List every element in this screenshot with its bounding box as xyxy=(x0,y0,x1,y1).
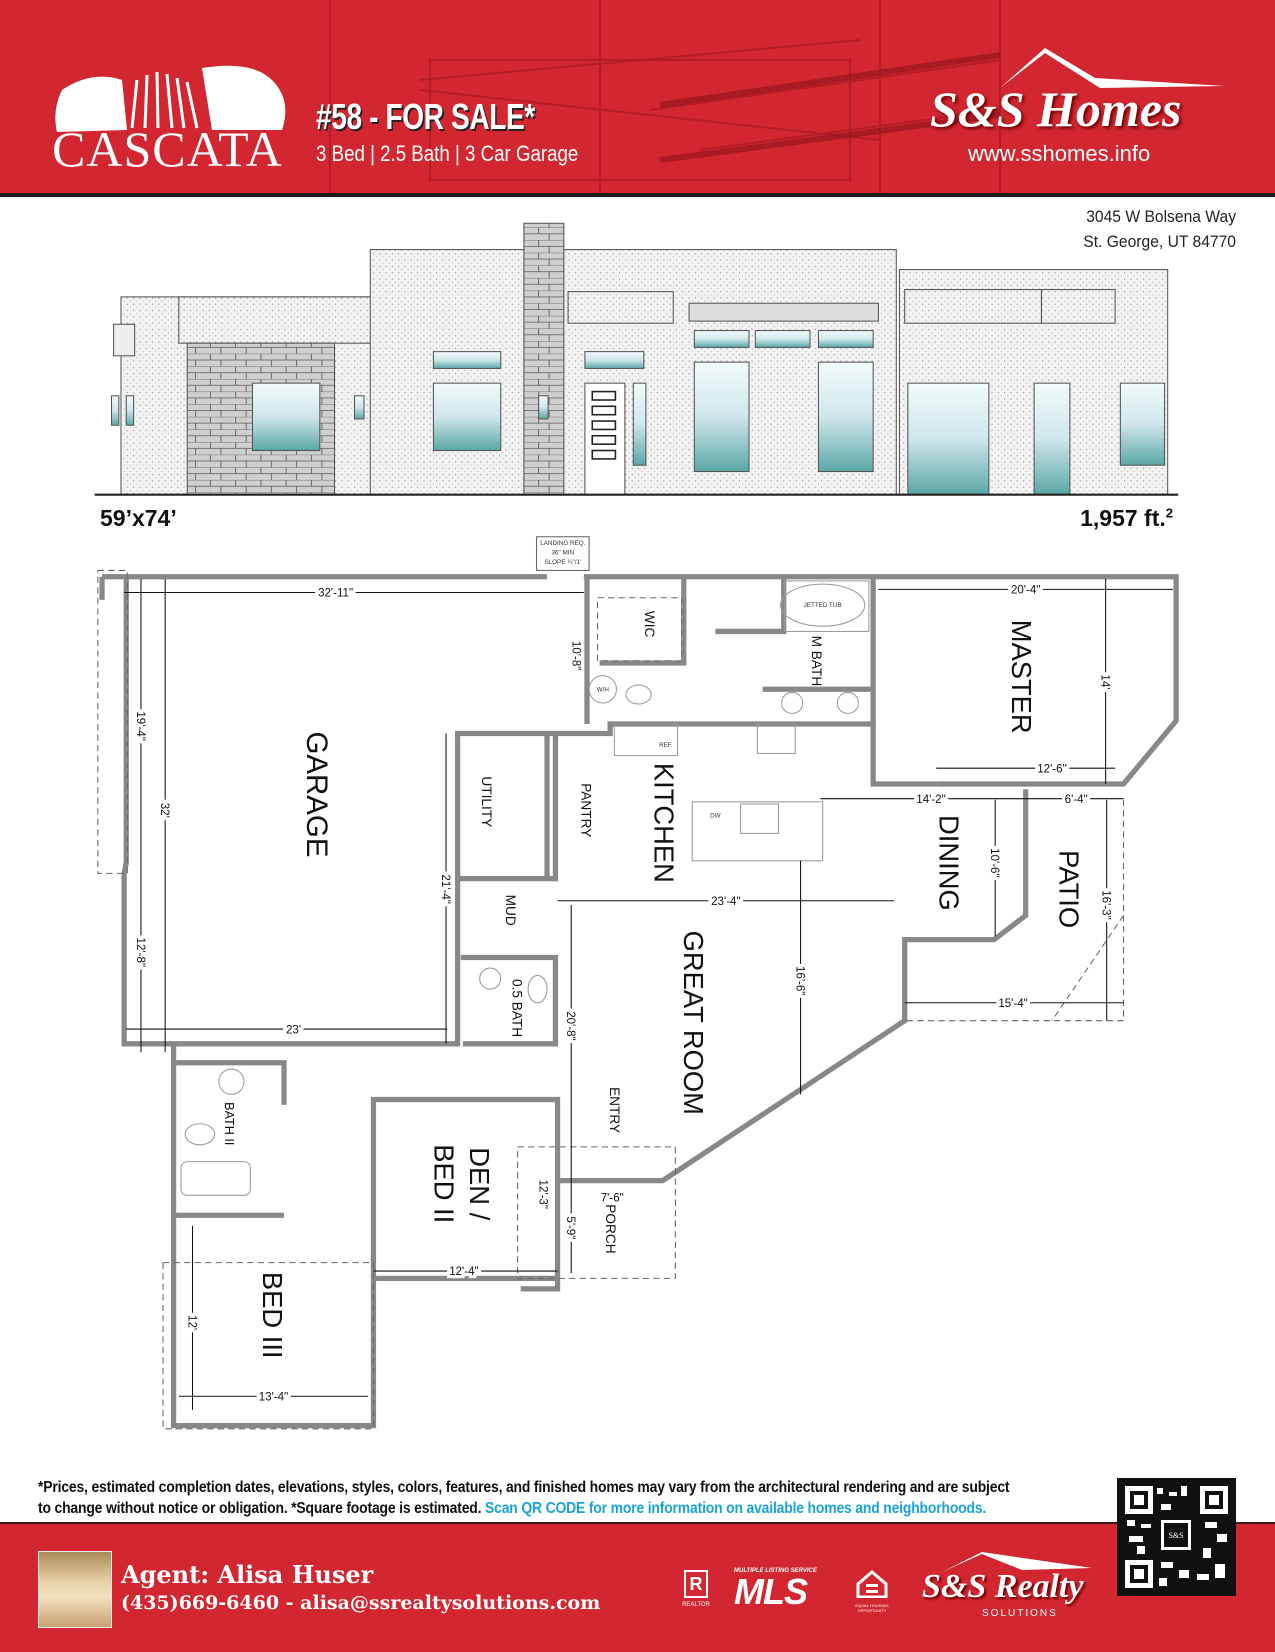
dim-garage-depth-total: 32' xyxy=(158,803,170,818)
fixture-jetted-tub: JETTED TUB xyxy=(804,602,842,609)
qr-code[interactable]: S&S xyxy=(1117,1478,1236,1596)
room-pantry: PANTRY xyxy=(579,783,594,837)
landing-note-1: LANDING REQ. xyxy=(540,540,585,547)
qr-cta: Scan QR CODE for more information on ava… xyxy=(485,1500,987,1517)
dim-great-room-width: 23'-4" xyxy=(711,896,740,908)
square-footage-value: 1,957 ft. xyxy=(1080,505,1166,531)
disclaimer-text: *Prices, estimated completion dates, ele… xyxy=(38,1479,1010,1517)
dim-bed-iii-width: 13'-4" xyxy=(259,1391,288,1403)
dim-hall: 20'-8" xyxy=(564,1011,576,1040)
agent-contact[interactable]: (435)669-6460 - alisa@ssrealtysolutions.… xyxy=(121,1592,601,1614)
plan-fixtures xyxy=(180,580,870,1196)
fixture-wh: W/H xyxy=(597,686,610,693)
landing-note-2: 36" MIN xyxy=(552,550,575,557)
dim-garage-depth-2: 12'-8" xyxy=(134,938,146,967)
dim-dining-depth: 10'-6" xyxy=(988,848,1000,877)
roof-icon xyxy=(1000,48,1225,88)
room-master: MASTER xyxy=(1006,620,1037,734)
dim-great-room-depth: 16'-6" xyxy=(793,966,805,995)
room-den-line-2: BED II xyxy=(428,1144,459,1223)
address-line-1: 3045 W Bolsena Way xyxy=(1086,207,1236,226)
dim-porch-width: 7'-6" xyxy=(601,1193,624,1205)
equal-housing-logo: EQUAL HOUSING OPPORTUNITY xyxy=(850,1570,894,1613)
agent-photo xyxy=(38,1551,112,1628)
address-line-2: St. George, UT 84770 xyxy=(1083,232,1236,251)
room-wic: WIC xyxy=(642,611,657,638)
room-den-line-1: DEN / xyxy=(464,1147,495,1220)
fixture-ref: REF. xyxy=(659,742,673,749)
room-master-bath: M BATH xyxy=(809,636,824,687)
room-patio: PATIO xyxy=(1053,850,1084,928)
dim-den-width: 12'-4" xyxy=(449,1266,478,1278)
cascata-logo-mark xyxy=(55,65,286,132)
dim-patio-depth: 16'-3" xyxy=(1099,890,1111,919)
dim-garage-right: 21'-4" xyxy=(439,874,451,903)
mls-caption: MULTIPLE LISTING SERVICE xyxy=(734,1568,817,1574)
dim-garage-depth-1: 19'-4" xyxy=(134,711,146,740)
room-great-room: GREAT ROOM xyxy=(678,931,709,1115)
house-icon xyxy=(856,1570,888,1599)
mls-label: MLS xyxy=(734,1571,808,1612)
builder-logo: S&S Homes xyxy=(930,81,1182,137)
realtor-logo: R REALTOR xyxy=(679,1570,713,1608)
landing-note-3: SLOPE ¼"/1' xyxy=(544,559,581,566)
dim-dining-width: 14'-2" xyxy=(916,794,945,806)
agent-name: Agent: Alisa Huser xyxy=(121,1560,374,1589)
website-link[interactable]: www.sshomes.info xyxy=(968,141,1151,166)
cascata-logo-text: CASCATA xyxy=(52,121,283,177)
room-bed-iii: BED III xyxy=(257,1272,288,1359)
property-address: 3045 W Bolsena Way St. George, UT 84770 xyxy=(1083,204,1236,254)
dim-garage-width: 32'-11" xyxy=(318,588,353,600)
room-half-bath: 0.5 BATH xyxy=(509,979,524,1037)
dim-master-depth: 14' xyxy=(1098,674,1110,689)
roof-icon xyxy=(942,1552,1092,1572)
dim-patio-bottom: 15'-4" xyxy=(998,998,1027,1010)
room-garage: GARAGE xyxy=(300,732,333,858)
floor-plan xyxy=(99,574,1179,1429)
blueprint-background xyxy=(329,0,1001,193)
front-elevation xyxy=(94,222,1179,496)
header-banner: CASCATA #58 - FOR SALE* 3 Bed | 2.5 Bath… xyxy=(0,0,1275,197)
realtor-label: REALTOR xyxy=(682,1602,710,1608)
dim-master-width: 20'-4" xyxy=(1011,585,1040,597)
lot-size: 59’x74’ xyxy=(100,505,177,531)
room-dining: DINING xyxy=(933,815,964,911)
listing-title: #58 - FOR SALE* xyxy=(316,96,535,137)
room-mud: MUD xyxy=(503,895,518,926)
room-bath-ii: BATH II xyxy=(222,1102,236,1145)
room-porch: PORCH xyxy=(603,1204,618,1253)
room-entry: ENTRY xyxy=(607,1087,622,1133)
disclaimer: *Prices, estimated completion dates, ele… xyxy=(38,1477,1010,1519)
square-footage-sup: 2 xyxy=(1165,505,1173,521)
qr-center-label: S&S xyxy=(1168,1531,1183,1540)
dim-garage-bottom: 23' xyxy=(286,1024,301,1036)
room-utility: UTILITY xyxy=(479,776,494,827)
dim-porch-depth: 5'-9" xyxy=(564,1216,576,1239)
fixture-dw: DW xyxy=(710,813,721,820)
dim-bed-iii-depth: 12' xyxy=(185,1315,197,1330)
dim-den-depth: 12'-3" xyxy=(537,1180,549,1209)
qr-code-pattern: S&S xyxy=(1125,1486,1228,1588)
ss-realty-name: S&S Realty xyxy=(922,1568,1084,1605)
square-footage: 1,957 ft.2 xyxy=(1080,505,1173,532)
realtor-r-icon: R xyxy=(684,1570,708,1598)
dim-patio-width: 6'-4" xyxy=(1065,794,1088,806)
ss-realty-sub: SOLUTIONS xyxy=(982,1608,1058,1619)
plan-dashed-outlines xyxy=(97,569,1125,1430)
eho-label: EQUAL HOUSING OPPORTUNITY xyxy=(855,1603,889,1613)
footer-banner: Agent: Alisa Huser (435)669-6460 - alisa… xyxy=(0,1522,1275,1652)
room-kitchen: KITCHEN xyxy=(648,763,679,883)
dim-master-bottom: 12'-6" xyxy=(1037,763,1066,775)
mls-logo: MULTIPLE LISTING SERVICE MLS xyxy=(734,1568,829,1610)
listing-subtitle: 3 Bed | 2.5 Bath | 3 Car Garage xyxy=(316,141,579,166)
dim-wic: 10'-8" xyxy=(569,641,581,670)
